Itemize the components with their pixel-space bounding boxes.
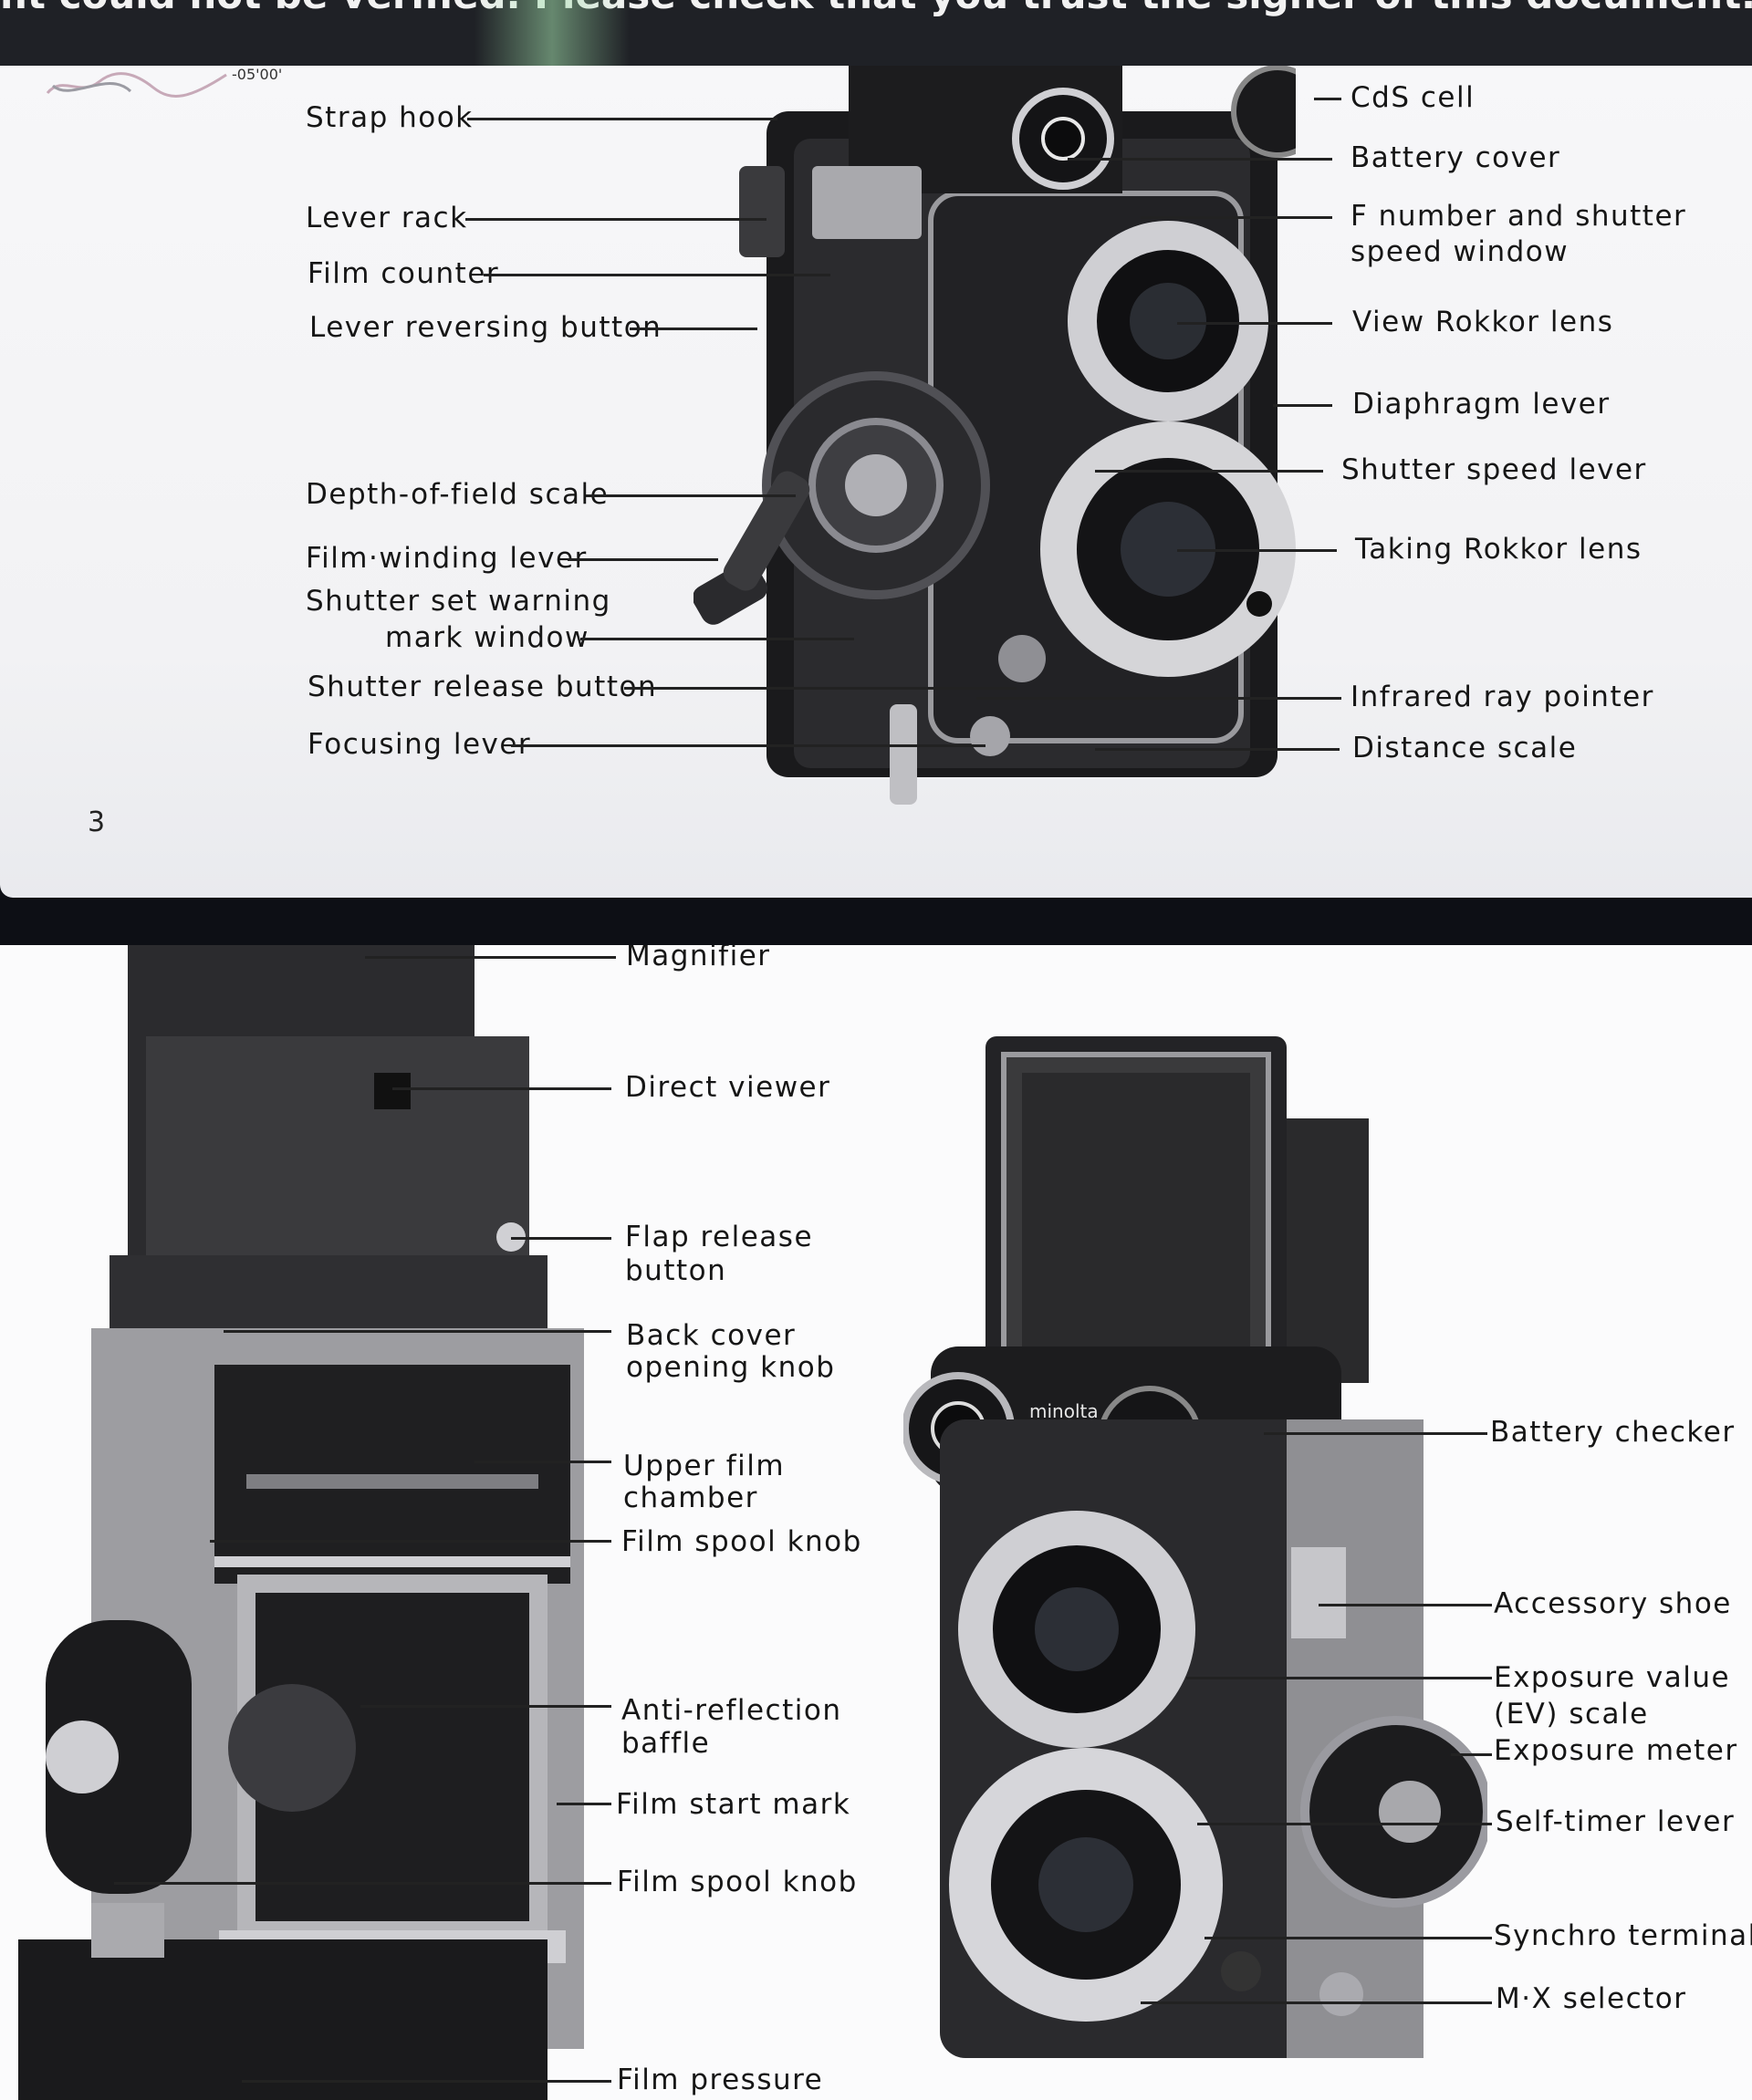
leader-depth-of-field-scale [586, 494, 796, 497]
leader-ev-scale [1186, 1677, 1492, 1679]
label-opening-knob: opening knob [626, 1351, 836, 1384]
label-back-cover: Back cover [626, 1319, 797, 1352]
leader-synchro-terminal [1204, 1937, 1492, 1939]
label-film-winding-lever: Film·winding lever [306, 542, 588, 575]
label-magnifier: Magnifier [626, 945, 771, 972]
label-shutter-set-warning: Shutter set warning [306, 585, 611, 618]
label-infrared-ray-pointer: Infrared ray pointer [1350, 681, 1654, 713]
leader-anti-reflection-baffle [360, 1705, 611, 1708]
signature-warning-text: nt could not be verified. Please check t… [0, 0, 1752, 17]
leader-mx-selector [1141, 2001, 1492, 2004]
leader-cds-cell [1314, 98, 1341, 100]
signature-warning-banner: nt could not be verified. Please check t… [0, 0, 1752, 66]
leader-battery-checker [1264, 1432, 1487, 1435]
screen-glare [474, 0, 630, 66]
leader-shutter-set-warning [580, 638, 854, 640]
label-view-rokkor-lens: View Rokkor lens [1352, 306, 1614, 338]
label-synchro-terminal: Synchro terminal [1494, 1919, 1752, 1952]
digital-signature-scribble [46, 72, 227, 98]
leader-magnifier [365, 956, 616, 959]
label-film-pressure: Film pressure [617, 2064, 824, 2096]
label-film-spool-knob-lower: Film spool knob [617, 1866, 858, 1898]
leader-f-number-window [1141, 216, 1332, 219]
page-gap [0, 898, 1752, 945]
label-anti-reflection: Anti-reflection [621, 1694, 842, 1727]
leader-back-cover-knob [224, 1330, 611, 1333]
label-flap-release-button: button [625, 1254, 727, 1287]
label-ev-scale: (EV) scale [1494, 1698, 1649, 1731]
label-flap-release: Flap release [625, 1221, 814, 1253]
label-cds-cell: CdS cell [1350, 81, 1476, 114]
leader-battery-cover [1068, 158, 1332, 161]
label-lever-reversing-button: Lever reversing button [309, 311, 662, 344]
label-accessory-shoe: Accessory shoe [1494, 1587, 1732, 1620]
leader-focusing-lever [511, 744, 986, 747]
camera-front-photo [694, 66, 1296, 805]
label-taking-rokkor-lens: Taking Rokkor lens [1355, 533, 1642, 566]
leader-film-counter [484, 274, 830, 276]
label-chamber: chamber [623, 1481, 758, 1514]
label-focusing-lever: Focusing lever [308, 728, 532, 761]
label-f-number-shutter: F number and shutter [1350, 200, 1687, 233]
leader-distance-scale [1095, 748, 1340, 751]
label-exposure-value: Exposure value [1494, 1661, 1731, 1694]
label-mx-selector: M·X selector [1496, 1982, 1687, 2015]
label-direct-viewer: Direct viewer [625, 1071, 831, 1104]
signature-offset: -05'00' [232, 66, 283, 83]
label-depth-of-field-scale: Depth-of-field scale [306, 478, 610, 511]
camera-brand-logo: minolta [1029, 1400, 1099, 1422]
leader-view-rokkor-lens [1177, 322, 1332, 325]
label-exposure-meter: Exposure meter [1494, 1734, 1738, 1767]
leader-flap-release-button [511, 1237, 611, 1240]
leader-self-timer-lever [1197, 1823, 1492, 1825]
label-strap-hook: Strap hook [306, 101, 474, 134]
label-speed-window: speed window [1350, 235, 1570, 268]
manual-page-4: minolta Magnifier Direct viewer Flap rel… [0, 945, 1752, 2100]
leader-film-pressure [242, 2080, 611, 2083]
label-lever-rack: Lever rack [306, 202, 468, 234]
label-shutter-release-button: Shutter release button [308, 671, 658, 703]
leader-exposure-meter [1451, 1753, 1492, 1756]
leader-diaphragm-lever [1273, 404, 1332, 407]
leader-film-winding-lever [568, 558, 718, 561]
label-distance-scale: Distance scale [1352, 732, 1578, 764]
leader-shutter-speed-lever [1095, 470, 1323, 473]
leader-film-spool-knob-lower [114, 1882, 611, 1885]
camera-side-photo [903, 1036, 1487, 2058]
page-number: 3 [88, 806, 106, 838]
leader-direct-viewer [392, 1087, 611, 1090]
leader-lever-rack [465, 218, 766, 221]
label-battery-checker: Battery checker [1490, 1416, 1736, 1449]
leader-upper-film-chamber [474, 1461, 611, 1463]
label-upper-film: Upper film [623, 1450, 786, 1482]
label-baffle: baffle [621, 1727, 711, 1760]
label-battery-cover: Battery cover [1350, 141, 1561, 174]
label-mark-window: mark window [385, 621, 589, 654]
leader-accessory-shoe [1319, 1604, 1492, 1606]
manual-page-3: -05'00' Strap hook Lever rack Film count… [0, 66, 1752, 898]
label-diaphragm-lever: Diaphragm lever [1352, 388, 1611, 421]
label-film-spool-knob-upper: Film spool knob [621, 1525, 862, 1558]
label-film-counter: Film counter [308, 257, 500, 290]
leader-infrared-ray-pointer [976, 697, 1341, 700]
leader-lever-reversing-button [630, 327, 757, 330]
leader-taking-rokkor-lens [1177, 549, 1337, 552]
leader-shutter-release-button [624, 687, 1017, 690]
label-film-start-mark: Film start mark [616, 1788, 851, 1821]
camera-back-open-photo [18, 945, 584, 2100]
leader-film-spool-knob-upper [210, 1540, 611, 1543]
label-shutter-speed-lever: Shutter speed lever [1341, 453, 1647, 486]
leader-strap-hook [467, 118, 777, 120]
label-self-timer-lever: Self-timer lever [1496, 1805, 1736, 1838]
leader-film-start-mark [557, 1803, 611, 1805]
